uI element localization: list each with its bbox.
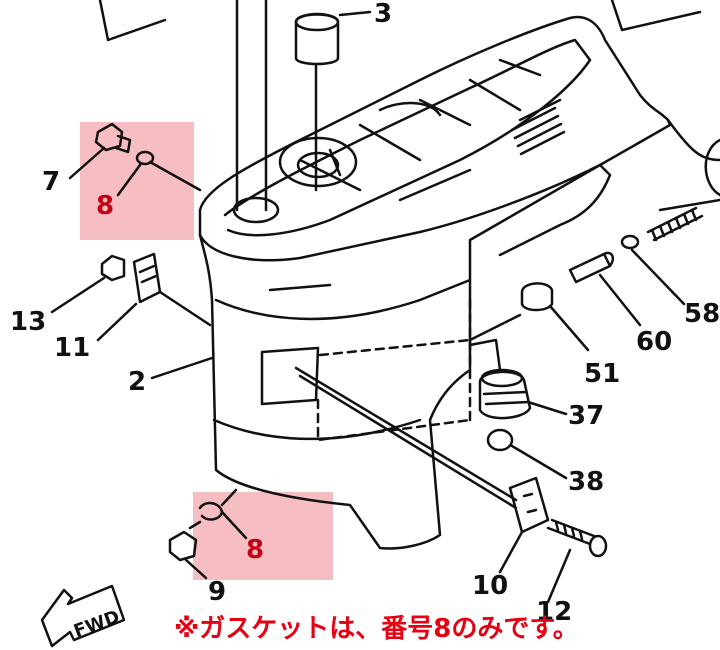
part-3-bushing bbox=[294, 13, 340, 66]
body-window bbox=[260, 346, 320, 406]
drive-shaft bbox=[235, 0, 268, 212]
part-12-screw-head bbox=[588, 534, 608, 558]
part-58-ring bbox=[620, 234, 640, 250]
leader-3 bbox=[314, 10, 372, 192]
part-12-screw bbox=[546, 518, 596, 546]
callout-38: 38 bbox=[568, 467, 604, 497]
cable-loop bbox=[704, 138, 720, 197]
casing-contour bbox=[212, 278, 472, 441]
part-13-nut bbox=[100, 254, 126, 282]
callout-8-bottom: 8 bbox=[246, 535, 264, 565]
hidden-lines bbox=[316, 298, 472, 442]
leader-37 bbox=[468, 338, 568, 416]
leader-10 bbox=[498, 530, 524, 574]
part-7-bolt bbox=[94, 122, 132, 154]
part-8-top-washer bbox=[135, 150, 155, 166]
vent-slots bbox=[510, 106, 566, 156]
part-37-gear-top bbox=[480, 368, 524, 388]
callout-11: 11 bbox=[54, 333, 90, 363]
callout-13: 13 bbox=[10, 307, 46, 337]
part-10-clamp bbox=[508, 476, 550, 534]
part-51-cap bbox=[520, 282, 554, 312]
deck-boss bbox=[278, 136, 358, 188]
callout-51: 51 bbox=[584, 359, 620, 389]
leader-2 bbox=[150, 356, 214, 380]
callout-58: 58 bbox=[684, 299, 720, 329]
callout-7: 7 bbox=[42, 167, 60, 197]
sheet-right-edge bbox=[658, 198, 720, 212]
paper-sheet-top-left bbox=[98, 0, 167, 42]
callout-60: 60 bbox=[636, 327, 672, 357]
callout-37: 37 bbox=[568, 401, 604, 431]
callout-8-top: 8 bbox=[96, 191, 114, 221]
part-3-bushing-top bbox=[294, 12, 340, 32]
part-60-pin bbox=[568, 251, 615, 284]
leader-9 bbox=[184, 558, 208, 580]
shift-rod bbox=[294, 366, 518, 510]
highlight-box-top bbox=[80, 122, 194, 240]
deck-boss-inner bbox=[296, 151, 340, 179]
callout-9: 9 bbox=[208, 577, 226, 607]
highlight-box-bottom bbox=[193, 492, 333, 580]
leader-8-top bbox=[116, 160, 202, 197]
leader-13 bbox=[50, 276, 106, 314]
right-casing-edge bbox=[666, 118, 720, 162]
callout-3: 3 bbox=[374, 0, 392, 29]
drive-shaft-hole bbox=[232, 196, 280, 224]
leader-8-bottom bbox=[220, 488, 248, 540]
gasket-note: ※ガスケットは、番号8のみです。 bbox=[174, 614, 579, 644]
paper-sheet-top-right bbox=[610, 0, 702, 32]
upper-casing-deck bbox=[198, 15, 672, 262]
fwd-arrow-sign bbox=[40, 584, 126, 648]
leader-60 bbox=[598, 273, 642, 327]
leader-38 bbox=[510, 444, 568, 480]
callout-12: 12 bbox=[536, 597, 572, 627]
leader-11 bbox=[96, 290, 212, 342]
deck-inner-rim bbox=[223, 38, 592, 237]
leader-58 bbox=[630, 248, 686, 306]
callout-10: 10 bbox=[472, 571, 508, 601]
fwd-label: FWD bbox=[71, 606, 122, 642]
leader-7 bbox=[68, 146, 106, 180]
part-38-washer bbox=[486, 428, 514, 452]
part-9-bolt bbox=[168, 520, 202, 562]
leader-12 bbox=[546, 548, 572, 604]
leader-51 bbox=[468, 304, 590, 352]
callout-2: 2 bbox=[128, 367, 146, 397]
deck-ribs bbox=[298, 58, 562, 202]
part-58-spring bbox=[646, 206, 704, 242]
lower-casing-body bbox=[198, 163, 612, 550]
part-37-gear bbox=[478, 370, 532, 420]
part-11-grommet bbox=[132, 252, 162, 304]
